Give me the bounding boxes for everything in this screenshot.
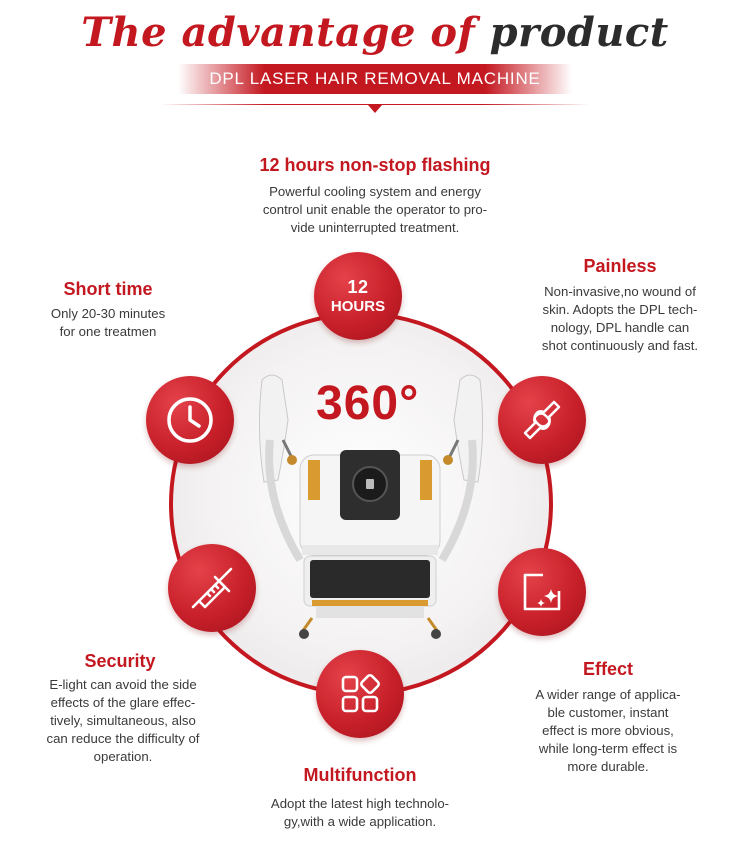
- effect-title: Effect: [582, 659, 633, 679]
- security-description-line: can reduce the difficulty of: [46, 731, 200, 746]
- hours-description-line: vide uninterrupted treatment.: [290, 220, 460, 235]
- effect-description-line: while long-term effect is: [538, 741, 678, 756]
- multifunction-title: Multifunction: [303, 765, 417, 785]
- effect-description-line: more durable.: [567, 759, 649, 774]
- painless-title: Painless: [583, 256, 657, 276]
- security-badge: [168, 544, 256, 632]
- hours-description-line: control unit enable the operator to pro-: [262, 202, 488, 217]
- multifunction-description: Adopt the latest high technolo- gy,with …: [230, 795, 490, 831]
- hours-description-line: Powerful cooling system and energy: [269, 184, 481, 199]
- multifunction-badge: [316, 650, 404, 738]
- short-time-description-line: for one treatmen: [59, 324, 157, 339]
- effect-description-line: effect is more obvious,: [542, 723, 674, 738]
- painless-description: Non-invasive,no wound of skin. Adopts th…: [520, 283, 720, 355]
- short-time-description: Only 20-30 minutes for one treatmen: [28, 305, 188, 341]
- painless-description-line: shot continuously and fast.: [541, 338, 699, 353]
- center-ring: [169, 312, 553, 696]
- security-description-line: tively, simultaneous, also: [50, 713, 196, 728]
- syringe-icon: [191, 567, 233, 609]
- security-description-line: effects of the glare effec-: [50, 695, 196, 710]
- painless-description-line: Non-invasive,no wound of: [544, 284, 696, 299]
- painless-description-line: nology, DPL handle can: [550, 320, 690, 335]
- effect-badge: [498, 548, 586, 636]
- page-title-red: The advantage of: [81, 9, 476, 56]
- joint-bone-icon: [523, 400, 561, 440]
- multifunction-description-line: gy,with a wide application.: [283, 814, 437, 829]
- grid-apps-icon: [341, 674, 380, 713]
- multifunction-description-line: Adopt the latest high technolo-: [270, 796, 450, 811]
- effect-description-line: A wider range of applica-: [535, 687, 681, 702]
- hours-description: Powerful cooling system and energy contr…: [175, 183, 575, 237]
- rotation-label: 360°: [316, 377, 420, 430]
- hours-title: 12 hours non-stop flashing: [259, 155, 491, 175]
- short-time-badge: [146, 376, 234, 464]
- short-time-description-line: Only 20-30 minutes: [50, 306, 166, 321]
- hours-badge-number: 12: [347, 277, 369, 297]
- hours-badge-text: HOURS: [330, 298, 386, 315]
- hours-badge: 12 HOURS: [314, 252, 402, 340]
- effect-description: A wider range of applica- ble customer, …: [506, 686, 710, 776]
- short-time-title: Short time: [63, 279, 153, 299]
- security-description: E-light can avoid the side effects of th…: [18, 676, 228, 766]
- effect-description-line: ble customer, instant: [547, 705, 669, 720]
- page-title-dark: product: [489, 9, 669, 56]
- page-title: The advantage of product: [0, 8, 750, 58]
- banner-divider: [160, 104, 590, 105]
- banner-pointer: [368, 105, 382, 113]
- painless-description-line: skin. Adopts the DPL tech-: [542, 302, 698, 317]
- security-description-line: E-light can avoid the side: [49, 677, 197, 692]
- sparkle-frame-icon: [523, 573, 561, 611]
- security-title: Security: [84, 651, 156, 671]
- clock-icon: [167, 397, 213, 443]
- security-description-line: operation.: [93, 749, 153, 764]
- painless-badge: [498, 376, 586, 464]
- subtitle-banner: DPL LASER HAIR REMOVAL MACHINE: [178, 64, 572, 94]
